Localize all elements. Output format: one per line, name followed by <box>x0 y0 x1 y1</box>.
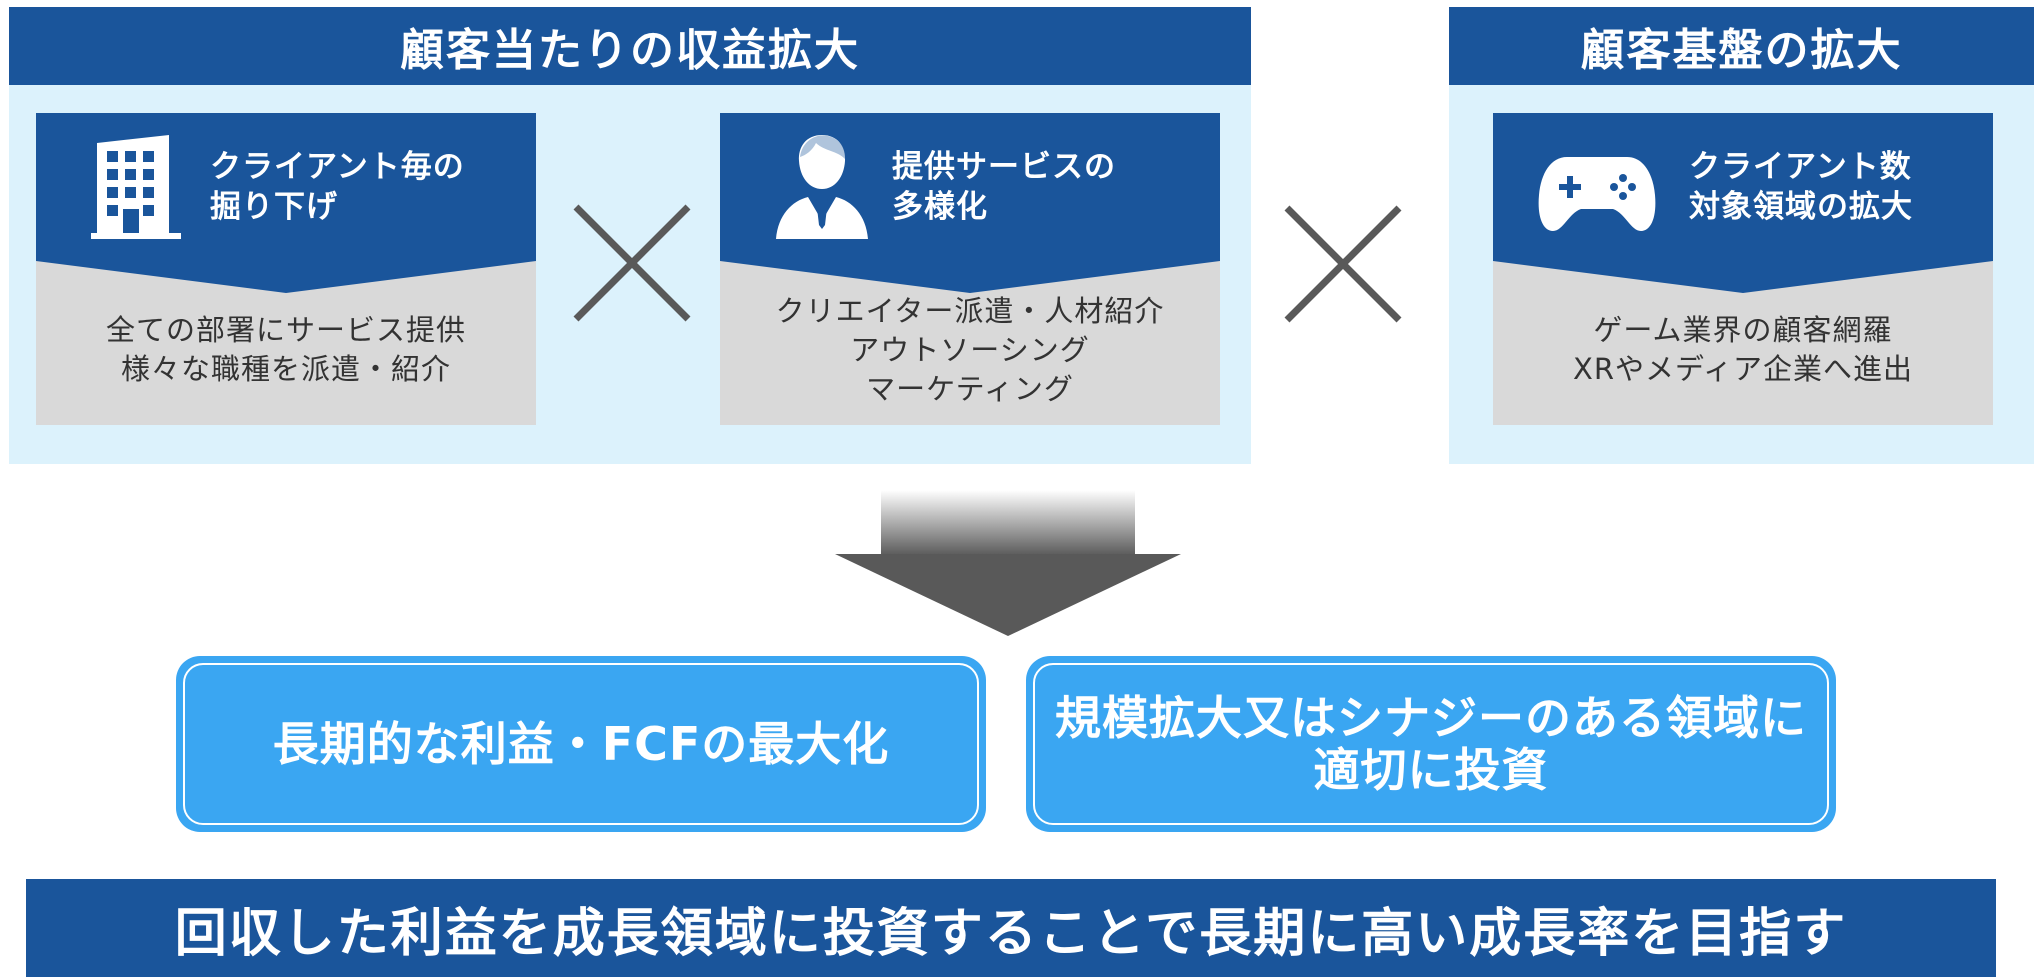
result-text: 長期的な利益・FCFの最大化 <box>272 717 890 771</box>
card-title: クライアント毎の 掘り下げ <box>210 149 465 225</box>
card-description: ゲーム業界の顧客網羅 XRやメディア企業へ進出 <box>1573 313 1913 386</box>
multiply-icon <box>573 204 691 322</box>
card-description: 全ての部署にサービス提供 様々な職種を派遣・紹介 <box>105 313 466 386</box>
card-description: クリエイター派遣・人材紹介 アウトソーシング マーケティング <box>775 293 1165 406</box>
left-panel: 顧客当たりの収益拡大 クライアント毎の 掘り下げ 全ての部署にサービス提供 様々… <box>9 7 1251 464</box>
result-inner: 規模拡大又はシナジーのある領域に 適切に投資 <box>1033 663 1829 825</box>
office-building-icon <box>91 135 181 239</box>
card-title: 提供サービスの 多様化 <box>892 149 1116 225</box>
card-header: クライアント毎の 掘り下げ <box>36 113 536 261</box>
conclusion-banner: 回収した利益を成長領域に投資することで長期に高い成長率を目指す <box>26 879 1996 977</box>
card-header: 提供サービスの 多様化 <box>720 113 1220 261</box>
business-person-icon <box>776 135 868 239</box>
multiply-icon <box>1284 205 1402 323</box>
conclusion-text: 回収した利益を成長領域に投資することで長期に高い成長率を目指す <box>174 903 1848 964</box>
right-panel: 顧客基盤の拡大 クライアント数 対象領域の拡大 ゲーム業界の顧客網羅 XRやメデ… <box>1449 7 2034 464</box>
game-controller-icon <box>1538 157 1656 231</box>
card-client-deepening: クライアント毎の 掘り下げ 全ての部署にサービス提供 様々な職種を派遣・紹介 <box>36 113 536 425</box>
down-arrow-icon <box>835 490 1181 636</box>
card-notch <box>720 261 1220 293</box>
card-title: クライアント数 対象領域の拡大 <box>1689 149 1913 225</box>
card-notch <box>36 261 536 293</box>
card-notch <box>1493 261 1993 293</box>
left-panel-title: 顧客当たりの収益拡大 <box>9 7 1251 85</box>
result-inner: 長期的な利益・FCFの最大化 <box>183 663 979 825</box>
result-profit-maximization: 長期的な利益・FCFの最大化 <box>176 656 986 832</box>
card-client-expansion: クライアント数 対象領域の拡大 ゲーム業界の顧客網羅 XRやメディア企業へ進出 <box>1493 113 1993 425</box>
result-investment: 規模拡大又はシナジーのある領域に 適切に投資 <box>1026 656 1836 832</box>
right-panel-title: 顧客基盤の拡大 <box>1449 7 2034 85</box>
result-text: 規模拡大又はシナジーのある領域に 適切に投資 <box>1055 691 1807 797</box>
card-service-diversification: 提供サービスの 多様化 クリエイター派遣・人材紹介 アウトソーシング マーケティ… <box>720 113 1220 425</box>
card-header: クライアント数 対象領域の拡大 <box>1493 113 1993 261</box>
